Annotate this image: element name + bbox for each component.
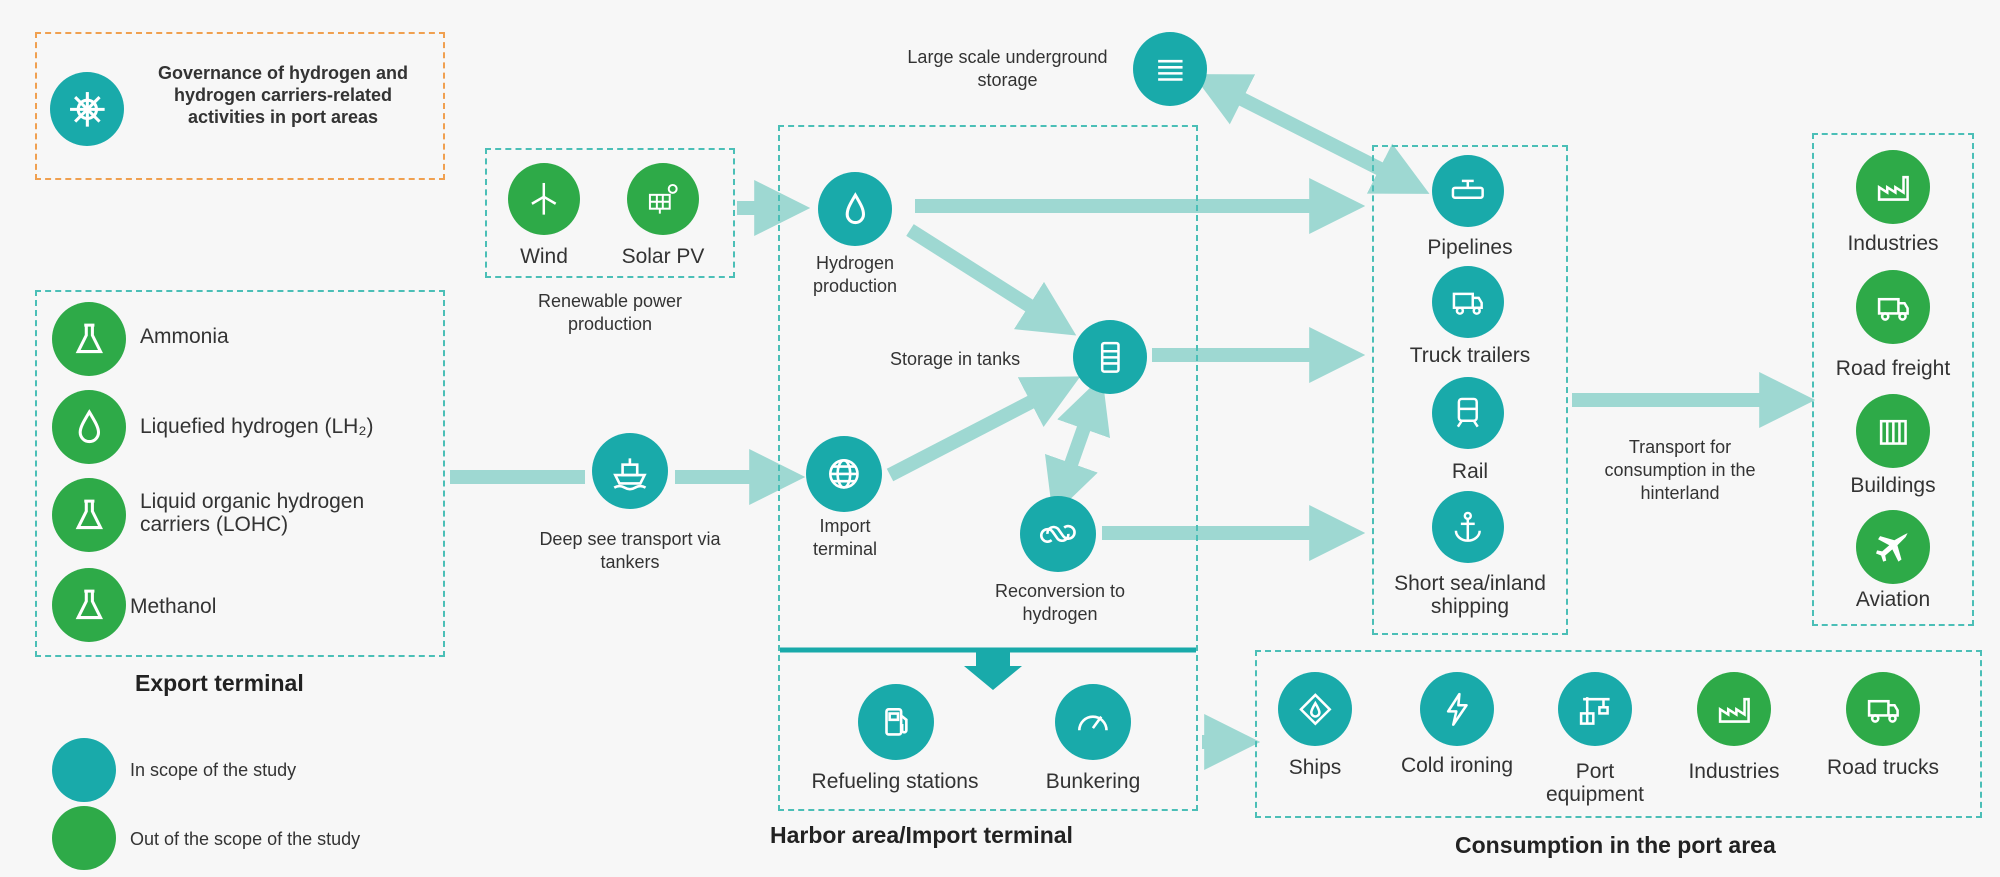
export-item-lh2: Liquefied hydrogen (LH₂) (140, 415, 374, 438)
reconversion-label: Reconversion to hydrogen (994, 581, 1126, 624)
rail-label: Rail (1451, 460, 1489, 483)
truck-icon (1846, 672, 1920, 746)
port-consumption-title: Consumption in the port area (1455, 832, 1776, 858)
underground-label: Large scale underground storage (907, 47, 1108, 90)
tank-icon (1073, 320, 1147, 394)
export-terminal-box (35, 290, 445, 657)
ship-icon (592, 433, 668, 509)
export-item-ammonia: Ammonia (140, 325, 229, 348)
renewable-caption: Renewable power production (537, 291, 683, 334)
ship-fuel-icon (1278, 672, 1352, 746)
hydrogen-drop-icon (818, 172, 892, 246)
truck-trailer-icon (1432, 266, 1504, 338)
hinterland-label: Transport for consumption in the hinterl… (1604, 437, 1756, 503)
port-equipment-label: Port equipment (1545, 760, 1645, 806)
hinterland-industries-label: Industries (1847, 232, 1939, 255)
train-icon (1432, 377, 1504, 449)
road-freight-label: Road freight (1835, 357, 1951, 380)
globe-icon (806, 436, 882, 512)
arrow-down-harbor (964, 650, 1022, 690)
wind-label: Wind (520, 245, 568, 268)
governance-box (35, 32, 445, 180)
pipelines-label: Pipelines (1427, 236, 1513, 259)
port-ships-label: Ships (1288, 756, 1342, 779)
cold-ironing-label: Cold ironing (1400, 754, 1514, 777)
truck-icon (1856, 270, 1930, 344)
port-consumption-box (1255, 650, 1982, 818)
factory-icon (1856, 150, 1930, 224)
hinterland-box (1812, 133, 1974, 626)
helm-icon (50, 72, 124, 146)
anchor-icon (1432, 491, 1504, 563)
out-scope-label: Out of the scope of the study (130, 829, 361, 849)
fuel-pump-icon (858, 684, 934, 760)
storage-label: Storage in tanks (890, 349, 1021, 369)
crane-icon (1558, 672, 1632, 746)
deep-sea-label: Deep see transport via tankers (539, 529, 721, 572)
road-trucks-label: Road trucks (1826, 756, 1940, 779)
import-terminal-label: Import terminal (812, 516, 878, 559)
gauge-icon (1055, 684, 1131, 760)
arrow-underground-pipelines (1192, 74, 1430, 194)
refueling-label: Refueling stations (811, 770, 979, 793)
shipping-label: Short sea/inland shipping (1394, 572, 1546, 618)
lightning-icon (1420, 672, 1494, 746)
truck-trailers-label: Truck trailers (1409, 344, 1531, 367)
bunkering-label: Bunkering (1045, 770, 1141, 793)
hydrogen-production-label: Hydrogen production (812, 253, 898, 296)
out-scope-swatch (52, 806, 116, 870)
wind-icon (508, 163, 580, 235)
flask-icon (52, 478, 126, 552)
export-item-lohc: Liquid organic hydrogen carriers (LOHC) (140, 490, 365, 536)
pipeline-icon (1432, 155, 1504, 227)
solar-panel-icon (627, 163, 699, 235)
arrow-import-to-storage (886, 376, 1081, 482)
in-scope-label: In scope of the study (130, 760, 297, 780)
flask-icon (52, 568, 126, 642)
harbor-area-box (778, 125, 1198, 811)
flask-icon (52, 302, 126, 376)
airplane-icon (1856, 510, 1930, 584)
renewable-box (485, 148, 735, 278)
reconversion-icon (1020, 496, 1096, 572)
factory-icon (1697, 672, 1771, 746)
aviation-label: Aviation (1855, 588, 1931, 611)
harbor-title: Harbor area/Import terminal (770, 822, 1073, 848)
arrow-h2-to-storage (906, 224, 1077, 336)
droplet-icon (52, 390, 126, 464)
buildings-label: Buildings (1850, 474, 1936, 497)
governance-label: Governance of hydrogen and hydrogen carr… (157, 63, 409, 127)
transport-box (1372, 145, 1568, 635)
solar-label: Solar PV (621, 245, 705, 268)
arrow-storage-reconversion (1045, 375, 1110, 517)
export-item-methanol: Methanol (130, 595, 217, 618)
building-icon (1856, 394, 1930, 468)
export-terminal-title: Export terminal (135, 670, 304, 696)
in-scope-swatch (52, 738, 116, 802)
underground-storage-icon (1133, 32, 1207, 106)
port-industries-label: Industries (1688, 760, 1780, 783)
